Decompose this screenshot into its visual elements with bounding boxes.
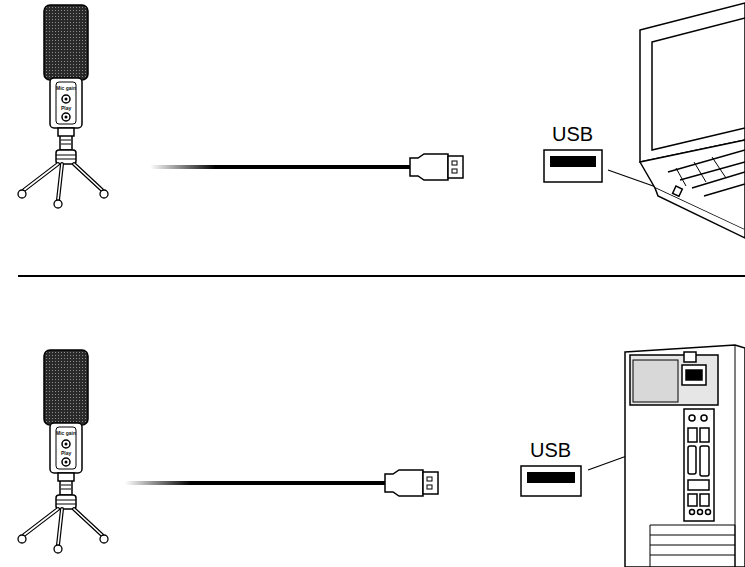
control-label: Mic gain <box>56 431 76 436</box>
control-label: Play <box>61 451 71 456</box>
port-label: USB <box>552 124 593 144</box>
laptop <box>640 3 745 238</box>
usb-port <box>544 150 602 182</box>
port-label: USB <box>530 440 571 460</box>
divider <box>18 275 745 277</box>
usb-plug <box>385 470 438 496</box>
control-label: Mic gain <box>56 86 76 91</box>
control-label: Play <box>61 106 71 111</box>
pc-tower <box>625 345 745 567</box>
usb-cable <box>125 481 387 485</box>
usb-plug <box>410 154 463 180</box>
microphone <box>18 5 108 208</box>
microphone <box>18 350 108 553</box>
usb-port <box>521 466 581 496</box>
usb-cable <box>150 165 412 169</box>
